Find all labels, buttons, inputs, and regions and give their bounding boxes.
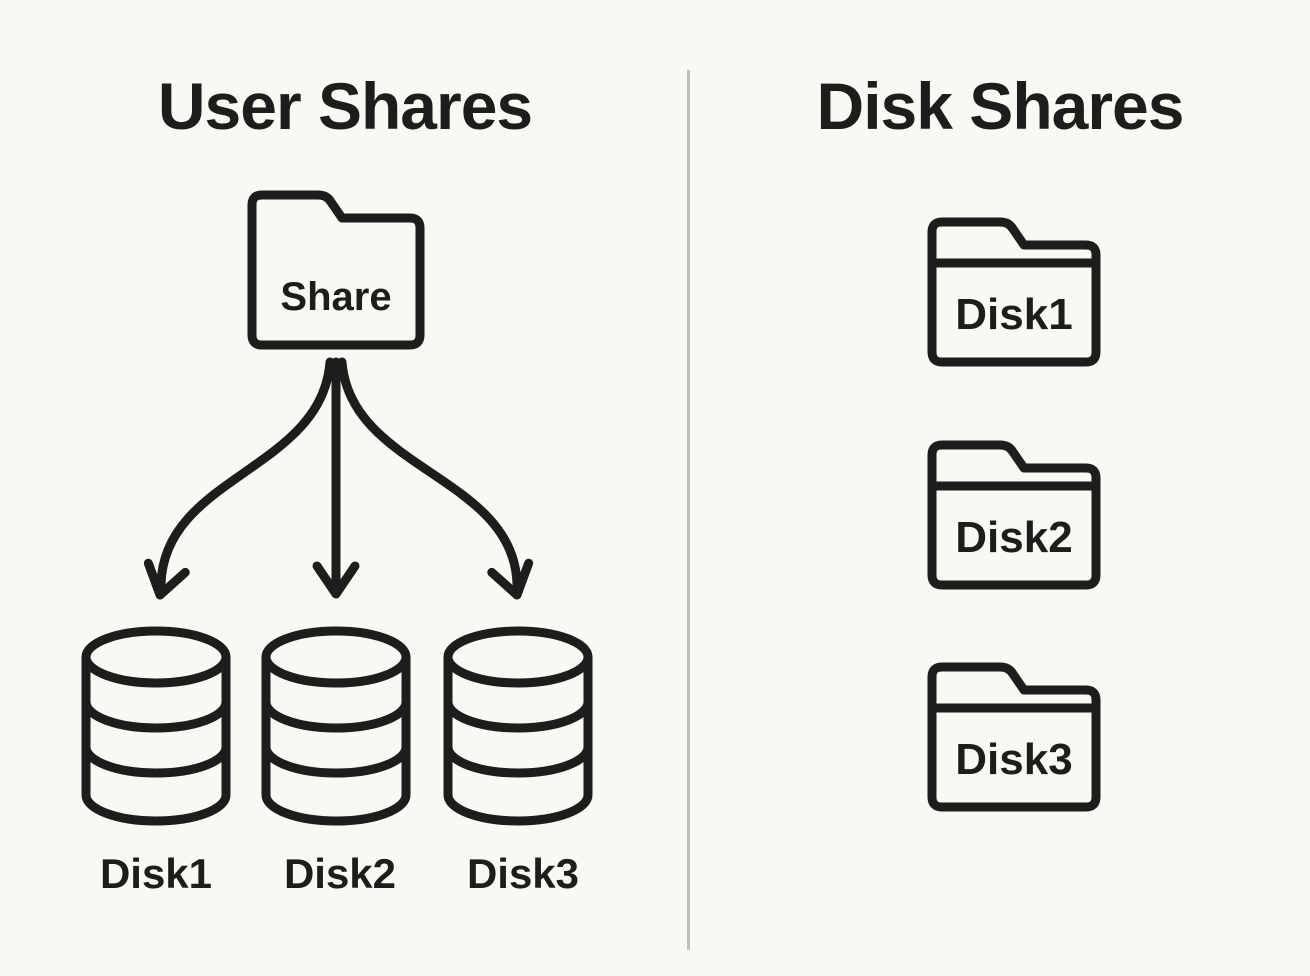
arrow-right-head-icon: [487, 558, 534, 600]
disk-shares-panel: Disk Shares Disk1 Disk2 Disk3: [690, 0, 1310, 976]
share-folder-label: Share: [280, 275, 391, 319]
arrow-right: [337, 357, 522, 589]
cylinder-band-1: [261, 697, 411, 733]
cylinder-band-2: [261, 742, 411, 778]
disk1-folder: Disk1: [927, 217, 1101, 367]
arrow-left: [156, 357, 335, 589]
cylinder-band-2: [81, 742, 231, 778]
disk1-folder-label: Disk1: [955, 290, 1072, 339]
cylinder-band-2: [443, 742, 593, 778]
disk3-folder-label: Disk3: [955, 735, 1072, 784]
share-to-disk-arrows: [143, 357, 534, 600]
cylinder-top: [443, 626, 593, 688]
disk3-label: Disk3: [467, 850, 579, 897]
disk2-folder: Disk2: [927, 440, 1101, 590]
cylinder-body: [443, 652, 593, 826]
share-folder: Share: [247, 190, 425, 350]
cylinder-top: [261, 626, 411, 688]
cylinder-body: [81, 652, 231, 826]
folder-icon: [247, 190, 425, 350]
folder-icon: [927, 440, 1101, 590]
disk3-database-icon: [443, 626, 593, 826]
disk2-label: Disk2: [284, 850, 396, 897]
user-shares-diagram: Share: [81, 190, 593, 897]
arrow-center-head-icon: [312, 561, 360, 599]
folder-icon: [927, 217, 1101, 367]
cylinder-band-1: [443, 697, 593, 733]
user-shares-title: User Shares: [157, 69, 533, 143]
folder-icon: [927, 662, 1101, 812]
disk2-folder-label: Disk2: [955, 513, 1072, 562]
disk-shares-title: Disk Shares: [816, 69, 1185, 143]
cylinder-band-1: [81, 697, 231, 733]
disk3-folder: Disk3: [927, 662, 1101, 812]
user-shares-panel: User Shares Share: [81, 69, 593, 897]
panel-divider: [687, 70, 690, 950]
cylinder-body: [261, 652, 411, 826]
disk1-label: Disk1: [100, 850, 212, 897]
disk1-database-icon: [81, 626, 231, 826]
arrow-left-head-icon: [143, 558, 190, 600]
cylinder-top: [81, 626, 231, 688]
disk2-database-icon: [261, 626, 411, 826]
